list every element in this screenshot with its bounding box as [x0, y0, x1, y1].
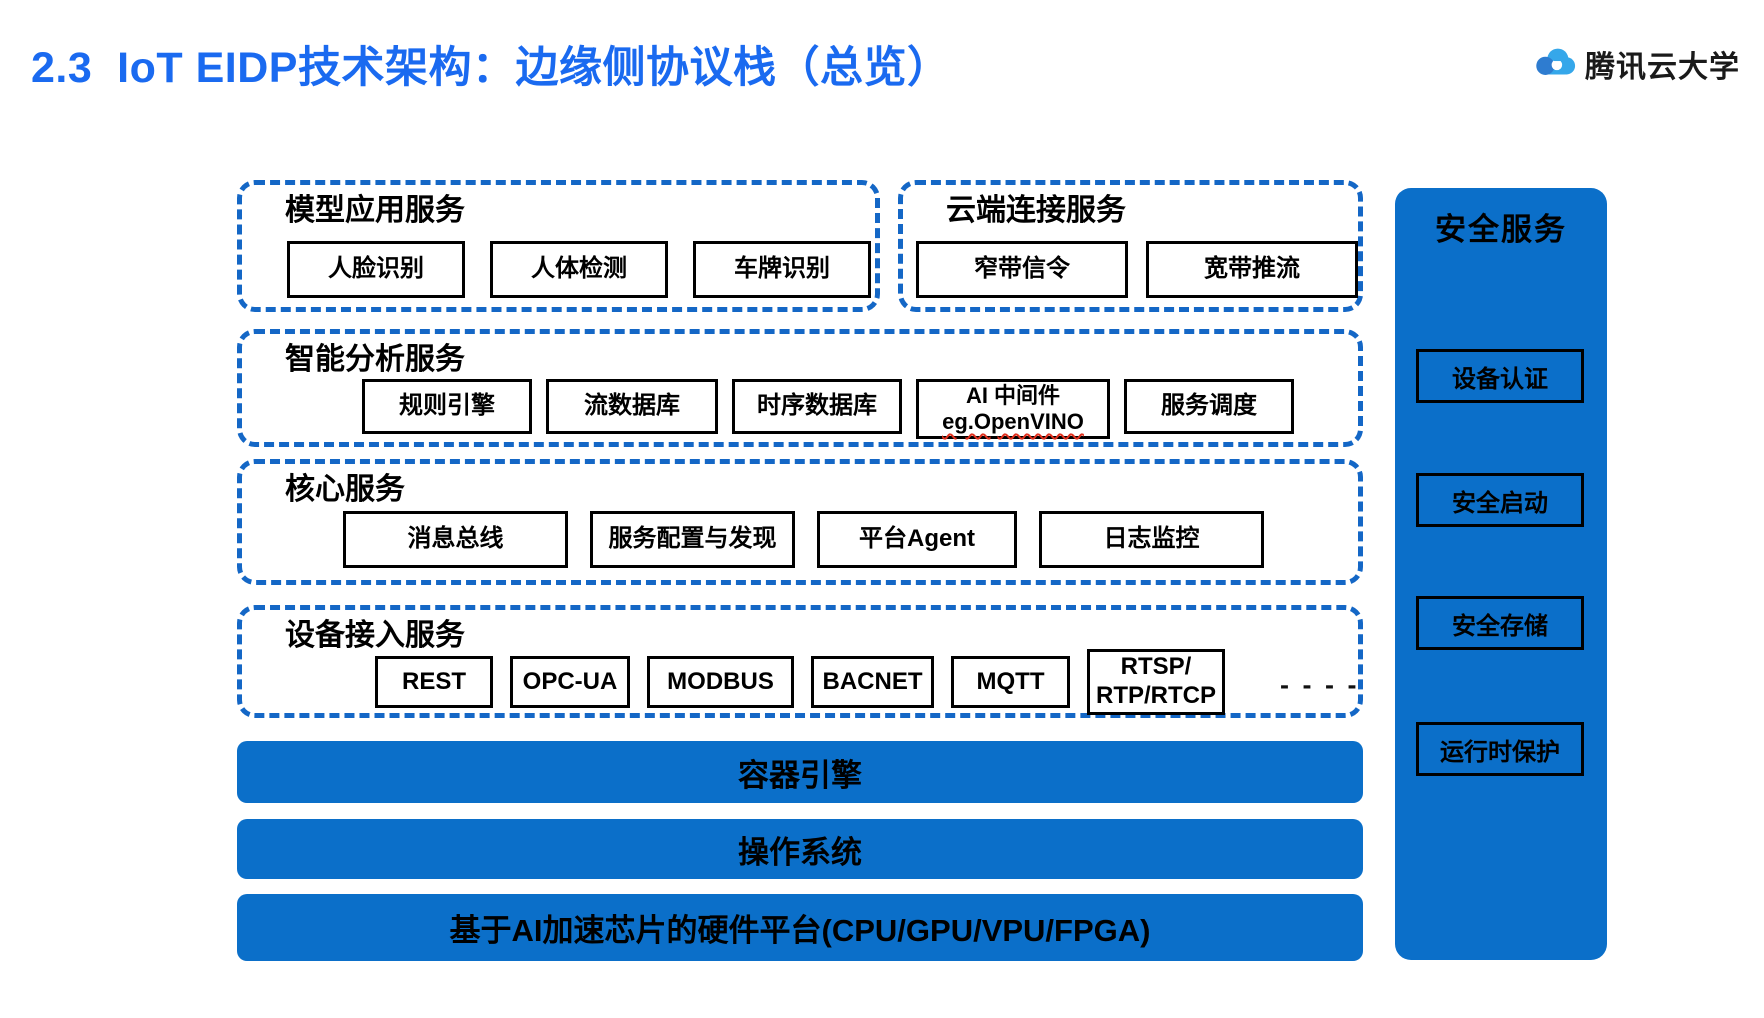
item-body-detection: 人体检测 — [490, 241, 668, 298]
security-panel-title: 安全服务 — [1435, 212, 1567, 247]
item-bacnet: BACNET — [811, 656, 934, 708]
item-label: RTSP/ — [1120, 653, 1192, 681]
item-rest: REST — [375, 656, 493, 708]
item-label: 运行时保护 — [1440, 738, 1560, 766]
brand-name: 腾讯云大学 — [1585, 51, 1740, 84]
item-log-monitoring: 日志监控 — [1039, 511, 1264, 568]
item-modbus: MODBUS — [647, 656, 794, 708]
layer-label: 操作系统 — [738, 834, 862, 870]
layer-container-engine: 容器引擎 — [237, 741, 1363, 803]
item-label: 时序数据库 — [757, 392, 877, 420]
group-core-services: 核心服务 消息总线 服务配置与发现 平台Agent 日志监控 — [237, 459, 1363, 585]
item-label: 宽带推流 — [1204, 255, 1300, 283]
group-title: 云端连接服务 — [946, 194, 1126, 227]
item-sublabel: eg.OpenVINO — [942, 409, 1084, 434]
layer-label: 容器引擎 — [738, 757, 862, 793]
item-label: 安全存储 — [1452, 612, 1548, 640]
item-opc-ua: OPC-UA — [510, 656, 630, 708]
layer-hardware-platform: 基于AI加速芯片的硬件平台(CPU/GPU/VPU/FPGA) — [237, 894, 1363, 961]
item-face-recognition: 人脸识别 — [287, 241, 465, 298]
item-message-bus: 消息总线 — [343, 511, 568, 568]
tencent-cloud-icon — [1531, 45, 1577, 84]
item-broadband-streaming: 宽带推流 — [1146, 241, 1358, 298]
group-title: 智能分析服务 — [285, 343, 465, 376]
item-label: MODBUS — [667, 667, 774, 695]
more-protocols-dashes: - - - - — [1280, 670, 1360, 700]
item-label: 流数据库 — [584, 392, 680, 420]
item-label: AI 中间件 — [965, 382, 1061, 408]
item-label: 人体检测 — [531, 255, 627, 283]
item-label: REST — [401, 667, 466, 695]
item-platform-agent: 平台Agent — [817, 511, 1017, 568]
group-cloud-connection-services: 云端连接服务 窄带信令 宽带推流 — [898, 180, 1363, 312]
item-rule-engine: 规则引擎 — [362, 379, 532, 434]
group-device-access-services: 设备接入服务 REST OPC-UA MODBUS BACNET MQTT — [237, 605, 1363, 718]
item-sublabel: RTP/RTCP — [1096, 682, 1216, 709]
item-rtsp-rtp-rtcp: RTSP/ RTP/RTCP — [1087, 649, 1225, 715]
item-mqtt: MQTT — [951, 656, 1070, 708]
layer-label: 基于AI加速芯片的硬件平台(CPU/GPU/VPU/FPGA) — [449, 913, 1151, 948]
item-narrowband-signaling: 窄带信令 — [916, 241, 1128, 298]
item-label: 车牌识别 — [734, 255, 830, 283]
item-service-scheduling: 服务调度 — [1124, 379, 1294, 434]
group-title: 设备接入服务 — [285, 619, 465, 652]
item-plate-recognition: 车牌识别 — [693, 241, 871, 298]
group-intelligent-analysis-services: 智能分析服务 规则引擎 流数据库 时序数据库 AI 中间件 eg.OpenVIN… — [237, 329, 1363, 447]
item-label: 人脸识别 — [328, 255, 424, 283]
item-label: 服务配置与发现 — [608, 525, 777, 553]
architecture-diagram: 模型应用服务 人脸识别 人体检测 车牌识别 云端连接服务 窄带信令 — [237, 180, 1363, 970]
item-ai-middleware: AI 中间件 eg.OpenVINO — [916, 379, 1110, 439]
item-timeseries-database: 时序数据库 — [732, 379, 902, 434]
brand-logo: 腾讯云大学 — [1531, 42, 1740, 86]
group-model-app-services: 模型应用服务 人脸识别 人体检测 车牌识别 — [237, 180, 880, 312]
item-label: 平台Agent — [859, 525, 975, 553]
item-label: 服务调度 — [1161, 392, 1257, 420]
item-device-authentication: 设备认证 — [1416, 349, 1584, 403]
group-title: 核心服务 — [285, 473, 405, 506]
item-label: 窄带信令 — [974, 255, 1070, 283]
item-secure-storage: 安全存储 — [1416, 596, 1584, 650]
page-title: 2.3 IoT EIDP技术架构：边缘侧协议栈（总览） — [31, 44, 951, 92]
layer-operating-system: 操作系统 — [237, 819, 1363, 879]
item-runtime-protection: 运行时保护 — [1416, 722, 1584, 776]
item-service-config-discovery: 服务配置与发现 — [590, 511, 795, 568]
item-label: 安全启动 — [1452, 489, 1548, 517]
item-label: OPC-UA — [522, 667, 618, 695]
group-title: 模型应用服务 — [285, 194, 465, 227]
item-label: 设备认证 — [1452, 365, 1548, 393]
item-stream-database: 流数据库 — [546, 379, 718, 434]
item-label: 消息总线 — [407, 525, 504, 553]
item-label: BACNET — [822, 667, 923, 695]
item-secure-boot: 安全启动 — [1416, 473, 1584, 527]
security-services-panel: 安全服务 设备认证 安全启动 安全存储 运行时保护 — [1395, 188, 1607, 960]
item-label: 日志监控 — [1103, 525, 1200, 553]
item-label: 规则引擎 — [399, 392, 495, 420]
item-label: MQTT — [976, 667, 1045, 695]
